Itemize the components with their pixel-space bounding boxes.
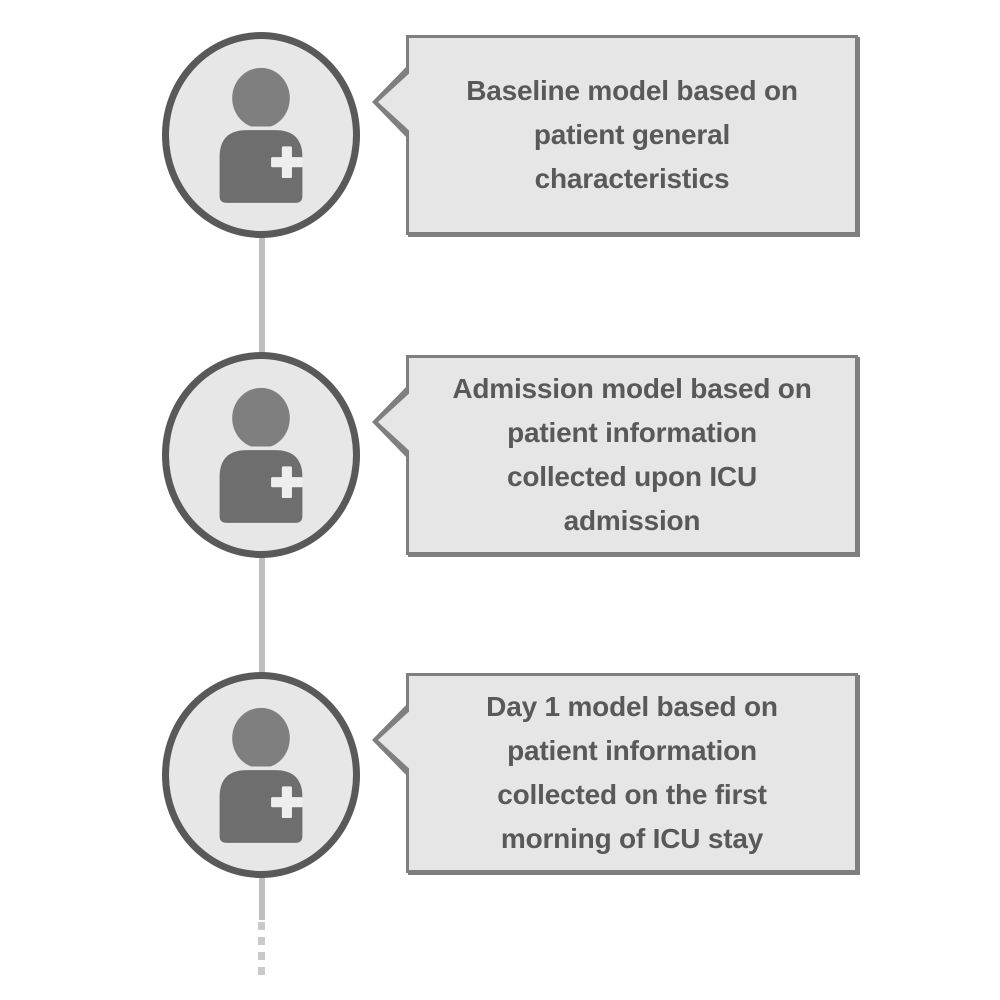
- patient-plus-icon: [216, 387, 306, 527]
- patient-plus-icon: [216, 707, 306, 847]
- callout-box-admission: Admission model based on patient informa…: [372, 355, 858, 555]
- patient-plus-icon: [216, 67, 306, 207]
- callout-tail-fill: [378, 389, 414, 455]
- timeline-continuation-dots: [258, 922, 265, 977]
- timeline-node-admission: [162, 352, 360, 558]
- timeline-node-day1: [162, 672, 360, 878]
- callout-text-admission: Admission model based on patient informa…: [452, 373, 812, 536]
- callout-text-day1: Day 1 model based on patient information…: [486, 691, 778, 854]
- callout-tail-fill: [378, 707, 414, 773]
- callout-box-baseline: Baseline model based on patient general …: [372, 35, 858, 235]
- callout-text-baseline: Baseline model based on patient general …: [466, 75, 798, 194]
- callout-box-day1: Day 1 model based on patient information…: [372, 673, 858, 873]
- callout-tail-fill: [378, 69, 414, 135]
- timeline-node-baseline: [162, 32, 360, 238]
